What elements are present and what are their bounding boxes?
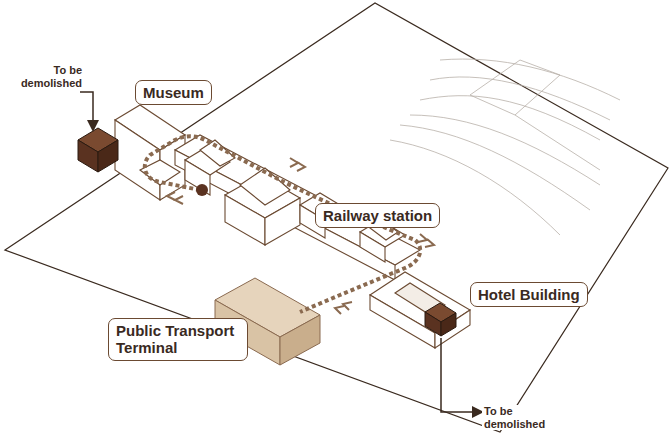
leader-line (80, 92, 93, 126)
start-dot (196, 184, 208, 196)
ground-plane (5, 3, 668, 432)
leader-line (441, 338, 478, 412)
demolished-block (425, 303, 456, 336)
museum-label: Museum (135, 80, 212, 105)
node-text: Hotel Building (478, 286, 580, 303)
demolish-note: To be demolished (10, 64, 84, 89)
direction-chevrons (167, 158, 434, 314)
hotel-building (370, 272, 470, 348)
station-label: Railway station (315, 203, 440, 228)
node-text: Railway station (323, 207, 432, 224)
node-text: Museum (143, 84, 204, 101)
node-text: Public Transport Terminal (116, 322, 240, 357)
hotel-label: Hotel Building (470, 282, 588, 307)
demolish-note: To be demolished (482, 405, 566, 430)
demolished-block (78, 128, 118, 172)
terminal-label: Public Transport Terminal (108, 318, 248, 361)
